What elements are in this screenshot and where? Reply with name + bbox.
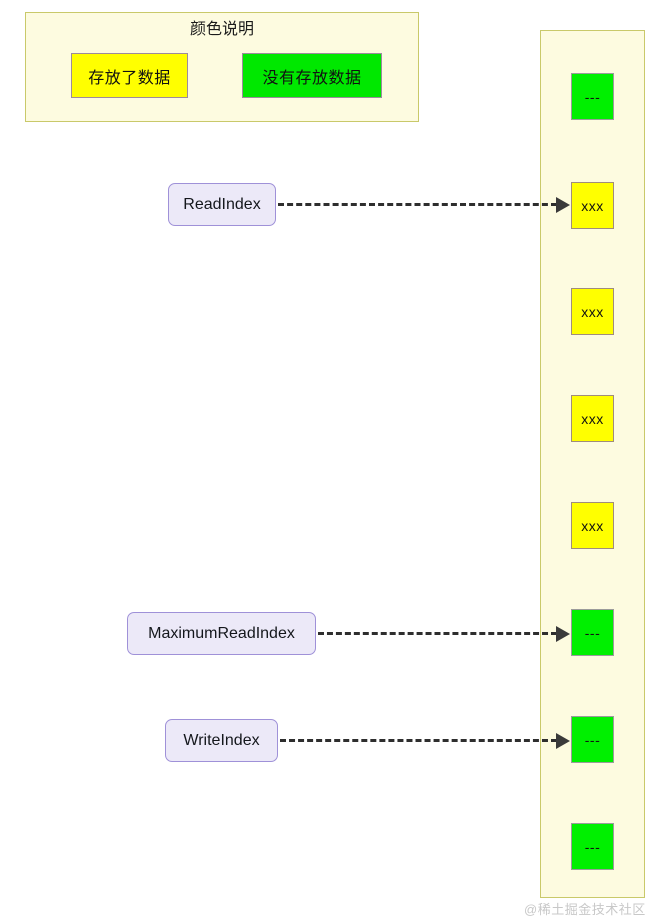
pointer-label-maximumreadindex-text: MaximumReadIndex <box>148 624 295 642</box>
buffer-cell-7: --- <box>571 823 614 870</box>
pointer-label-readindex: ReadIndex <box>168 183 276 226</box>
connector-maximumreadindex-arrow <box>318 626 570 642</box>
pointer-label-maximumreadindex: MaximumReadIndex <box>127 612 316 655</box>
pointer-label-writeindex: WriteIndex <box>165 719 278 762</box>
buffer-column <box>540 30 645 898</box>
connector-maximumreadindex-line <box>318 632 557 635</box>
legend-swatch-empty: 没有存放数据 <box>242 53 382 98</box>
buffer-cell-1: xxx <box>571 182 614 229</box>
arrow-head-icon <box>556 197 570 213</box>
legend-panel: 颜色说明 存放了数据 没有存放数据 <box>25 12 419 122</box>
pointer-label-writeindex-text: WriteIndex <box>183 731 260 749</box>
connector-writeindex-line <box>280 739 557 742</box>
buffer-cell-7-label: --- <box>584 838 601 855</box>
pointer-label-readindex-text: ReadIndex <box>183 195 261 213</box>
buffer-cell-1-label: xxx <box>581 197 604 214</box>
buffer-cell-4: xxx <box>571 502 614 549</box>
buffer-cell-2-label: xxx <box>581 303 604 320</box>
buffer-cell-4-label: xxx <box>581 517 604 534</box>
buffer-cell-0-label: --- <box>584 88 601 105</box>
connector-readindex-arrow <box>278 197 570 213</box>
legend-swatch-empty-label: 没有存放数据 <box>262 69 362 87</box>
connector-writeindex-arrow <box>280 733 570 749</box>
buffer-cell-5: --- <box>571 609 614 656</box>
buffer-cell-2: xxx <box>571 288 614 335</box>
buffer-cell-0: --- <box>571 73 614 120</box>
buffer-cell-6-label: --- <box>584 731 601 748</box>
legend-swatch-stored-label: 存放了数据 <box>88 69 171 87</box>
buffer-cell-6: --- <box>571 716 614 763</box>
connector-readindex-line <box>278 203 557 206</box>
legend-swatch-stored: 存放了数据 <box>71 53 188 98</box>
watermark: @稀土掘金技术社区 <box>524 902 646 917</box>
legend-title: 颜色说明 <box>189 21 254 38</box>
buffer-cell-3-label: xxx <box>581 410 604 427</box>
arrow-head-icon <box>556 733 570 749</box>
buffer-cell-3: xxx <box>571 395 614 442</box>
buffer-cell-5-label: --- <box>584 624 601 641</box>
arrow-head-icon <box>556 626 570 642</box>
